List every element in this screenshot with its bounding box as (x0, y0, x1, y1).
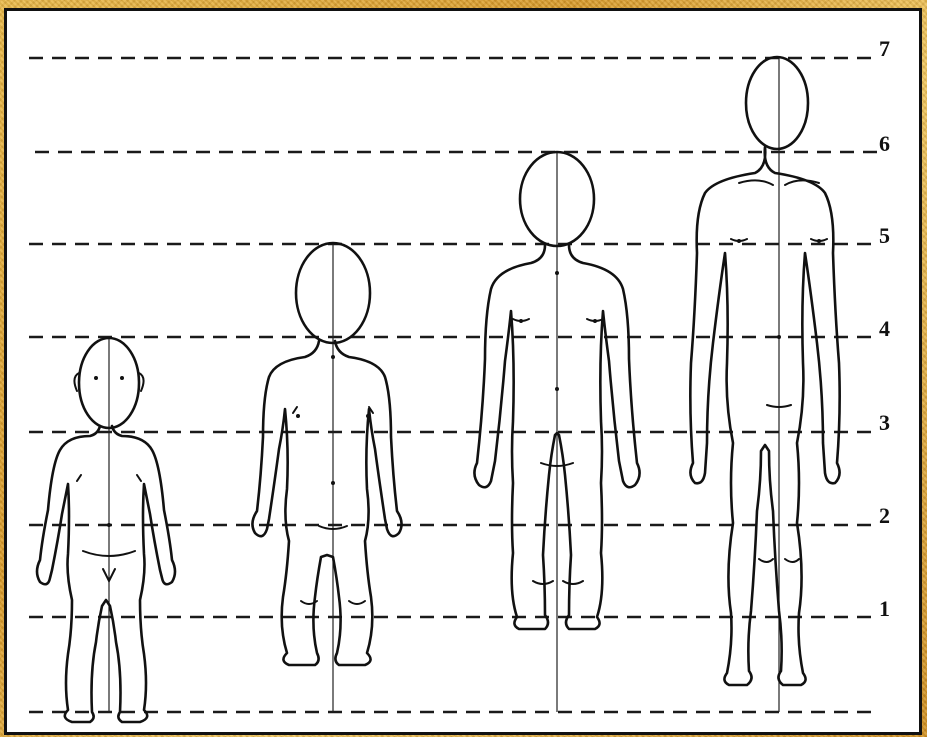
scale-label-1: 1 (879, 596, 890, 621)
figure-toddler (37, 337, 175, 722)
scale-label-7: 7 (879, 36, 890, 61)
scale-label-6: 6 (879, 131, 890, 156)
figure-adult (690, 57, 839, 712)
figure-child (252, 243, 401, 712)
scale-label-2: 2 (879, 503, 890, 528)
scale-label-4: 4 (879, 316, 890, 341)
scale-label-5: 5 (879, 223, 890, 248)
adult-head (746, 57, 808, 149)
scale-label-3: 3 (879, 410, 890, 435)
figure-adolescent (474, 152, 639, 712)
scale-labels: 7 6 5 4 3 2 1 (879, 36, 890, 621)
diagram-panel: 7 6 5 4 3 2 1 (7, 11, 919, 732)
proportion-diagram: 7 6 5 4 3 2 1 (7, 11, 919, 732)
adult-body (690, 147, 839, 685)
